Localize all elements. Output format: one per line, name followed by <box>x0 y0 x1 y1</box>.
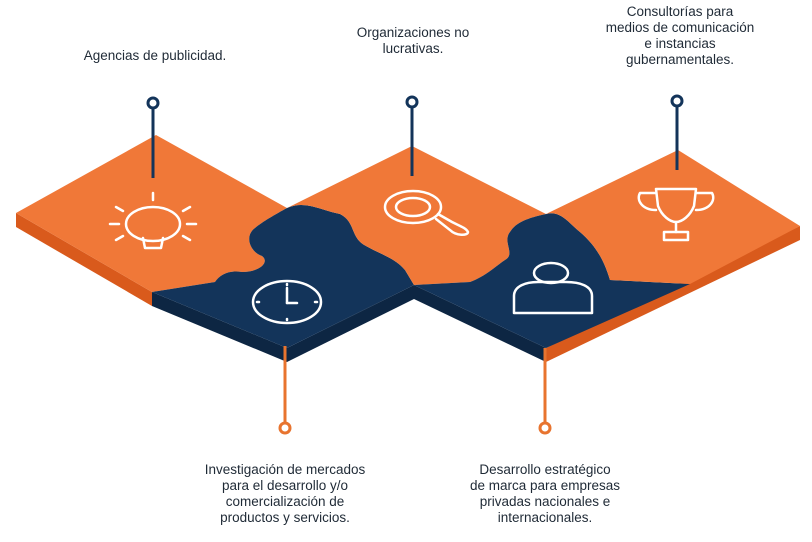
trophy-icon <box>637 187 715 242</box>
connector-brand-strategy-dot <box>538 421 552 435</box>
piece-4-side-front <box>414 285 546 362</box>
piece-advertising <box>16 135 287 292</box>
piece-2-side-front <box>152 292 287 362</box>
piece-1-side-left <box>16 213 152 306</box>
piece-consultancies <box>546 150 800 284</box>
label-market-research: Investigación de mercados para el desarr… <box>204 462 366 525</box>
piece-4-side-right <box>546 226 800 362</box>
magnifier-icon <box>383 189 470 236</box>
label-brand-strategy: Desarrollo estratégico de marca para emp… <box>469 462 621 525</box>
label-nonprofits: Organizaciones no lucrativas. <box>356 25 470 56</box>
label-advertising: Agencias de publicidad. <box>83 48 227 63</box>
user-icon <box>512 261 594 315</box>
connector-market-research-dot <box>278 421 292 435</box>
connector-advertising-dot <box>146 96 160 110</box>
piece-brand-strategy <box>414 213 690 348</box>
piece-2-side-right <box>287 285 414 362</box>
clock-icon <box>251 279 323 325</box>
label-consultancies: Consultorías para medios de comunicación… <box>605 4 755 67</box>
piece-market-research <box>152 204 414 348</box>
connector-consultancies-dot <box>670 94 684 108</box>
lightbulb-icon <box>108 191 198 250</box>
connector-nonprofits-dot <box>405 95 419 109</box>
